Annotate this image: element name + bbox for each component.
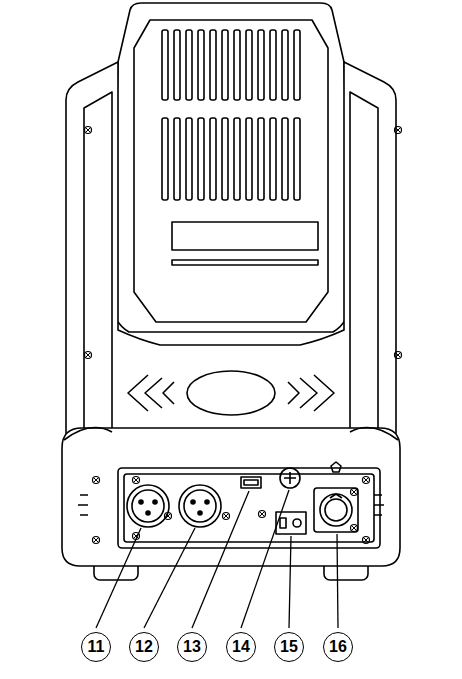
screw: [85, 352, 92, 359]
vent-slot: [210, 30, 216, 100]
vent-slot: [186, 30, 192, 100]
screw: [395, 352, 402, 359]
callout-number: 15: [274, 632, 304, 662]
screw: [351, 489, 358, 496]
vent-slot: [234, 30, 240, 100]
vent-slot: [246, 118, 252, 200]
screw: [259, 511, 266, 518]
head: [112, 3, 350, 332]
vent-slot: [282, 30, 288, 100]
callout-number: 13: [177, 632, 207, 662]
screw: [85, 127, 92, 134]
screw: [93, 477, 100, 484]
usb-port: [241, 477, 261, 488]
vent-slot: [270, 118, 276, 200]
screw: [363, 477, 370, 484]
vent-slot: [222, 30, 228, 100]
vent-slot: [270, 30, 276, 100]
xlr-in: [127, 485, 169, 527]
power-connector: [314, 462, 358, 532]
callout-number: 11: [81, 632, 111, 662]
callout-number: 16: [323, 632, 353, 662]
screw: [133, 477, 140, 484]
xlr-out: [179, 485, 221, 527]
vent-slot: [162, 30, 168, 100]
screw: [395, 127, 402, 134]
vent-slot: [222, 118, 228, 200]
vent-slot: [198, 30, 204, 100]
fuse-holder: [280, 468, 300, 488]
vent-slot: [294, 30, 300, 100]
callout-number: 14: [226, 632, 256, 662]
vent-slot: [258, 118, 264, 200]
vent-slot: [162, 118, 168, 200]
vent-slot: [174, 118, 180, 200]
screw: [351, 525, 358, 532]
base: [62, 127, 402, 581]
vent-slot: [210, 118, 216, 200]
yoke: [66, 62, 396, 450]
vent-slot: [186, 118, 192, 200]
vent-slot: [198, 118, 204, 200]
vent-slot: [234, 118, 240, 200]
vent-slot: [246, 30, 252, 100]
screw: [223, 513, 230, 520]
vent-slot: [174, 30, 180, 100]
vent-slot: [282, 118, 288, 200]
screw: [363, 537, 370, 544]
vent-slot: [258, 30, 264, 100]
leader-lines: [96, 490, 338, 628]
callout-number: 12: [129, 632, 159, 662]
screw: [93, 537, 100, 544]
vent-slot: [294, 118, 300, 200]
screw: [165, 513, 172, 520]
